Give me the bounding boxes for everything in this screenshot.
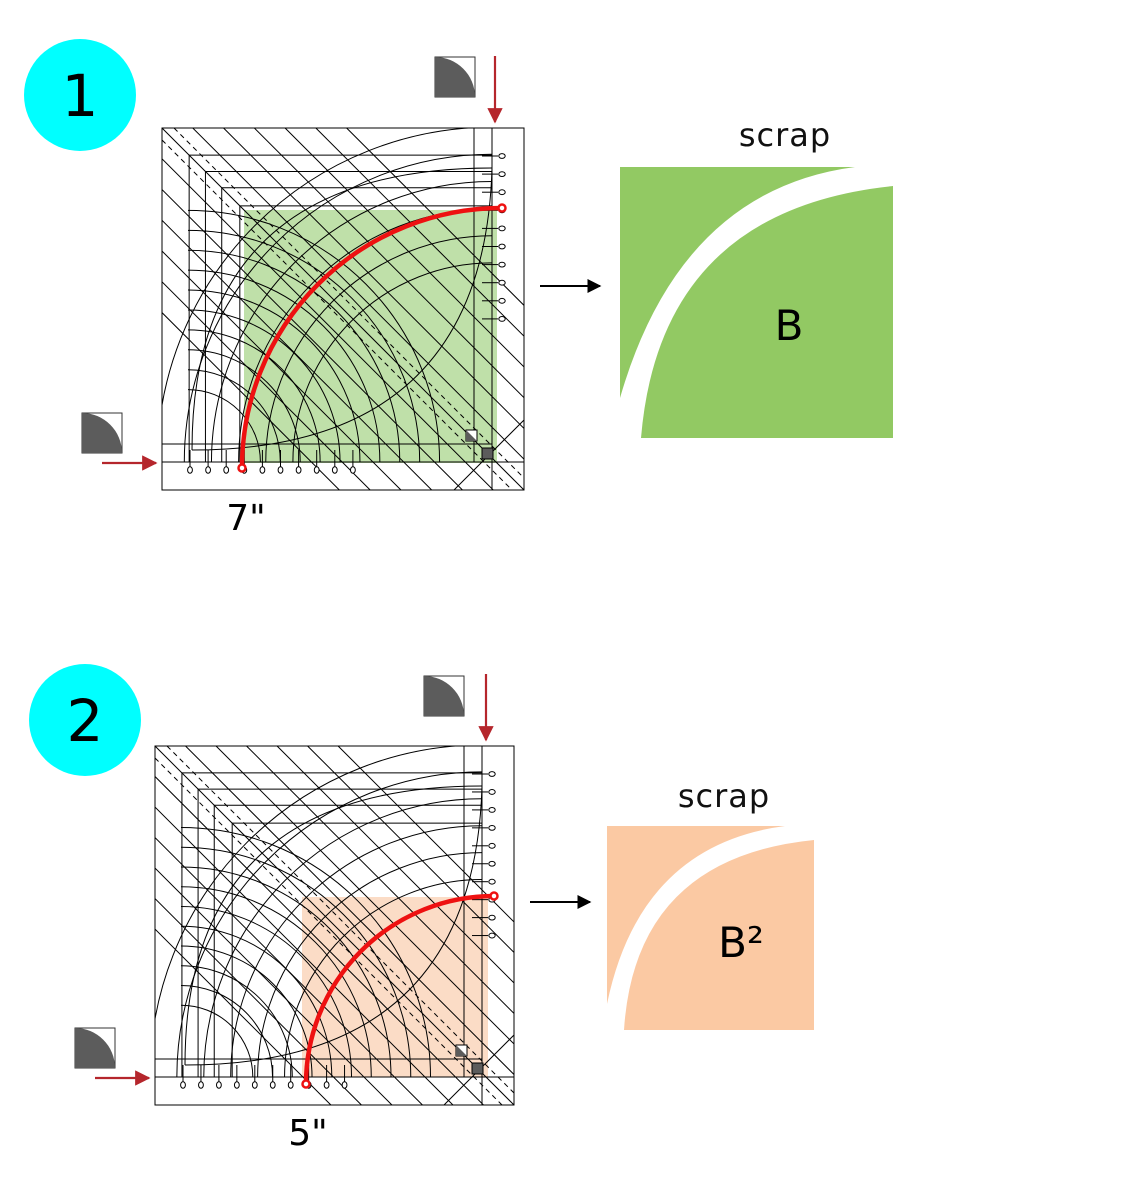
piece-b2: [624, 840, 814, 1030]
scrap-label: scrap: [678, 777, 770, 815]
step-1: 1 7" scrap B: [24, 39, 893, 539]
ruler-lines: [154, 745, 515, 1106]
step-2: 2 5" scrap B²: [29, 664, 814, 1154]
scrap-piece: [620, 167, 855, 398]
scrap-piece: [607, 826, 785, 1004]
ruler-lines: [161, 127, 525, 491]
quarter-circle-template-icon: [81, 412, 123, 454]
quarter-circle-template-icon: [423, 675, 465, 717]
piece-label: B: [775, 301, 804, 350]
ruler-template: [154, 745, 515, 1106]
step-badge: [29, 664, 141, 776]
ruler-template: [161, 127, 525, 491]
quarter-circle-template-icon: [434, 56, 476, 98]
cut-piece-result: scrap B: [620, 116, 893, 438]
piece-b: [641, 186, 893, 438]
piece-label: B²: [718, 918, 764, 967]
cut-line: [239, 205, 503, 469]
cut-end-mark: [489, 891, 499, 901]
quarter-circle-template-icon: [74, 1027, 116, 1069]
measurement-label: 5": [288, 1113, 327, 1154]
cut-start-mark: [237, 463, 247, 473]
cut-start-mark: [301, 1079, 311, 1089]
cut-line: [303, 893, 495, 1085]
step-number: 2: [67, 687, 104, 755]
measurement-label: 7": [226, 498, 265, 539]
scrap-label: scrap: [739, 116, 831, 154]
step-number: 1: [62, 62, 99, 130]
cut-piece-result: scrap B²: [607, 777, 814, 1030]
cut-end-mark: [497, 203, 507, 213]
step-badge: [24, 39, 136, 151]
